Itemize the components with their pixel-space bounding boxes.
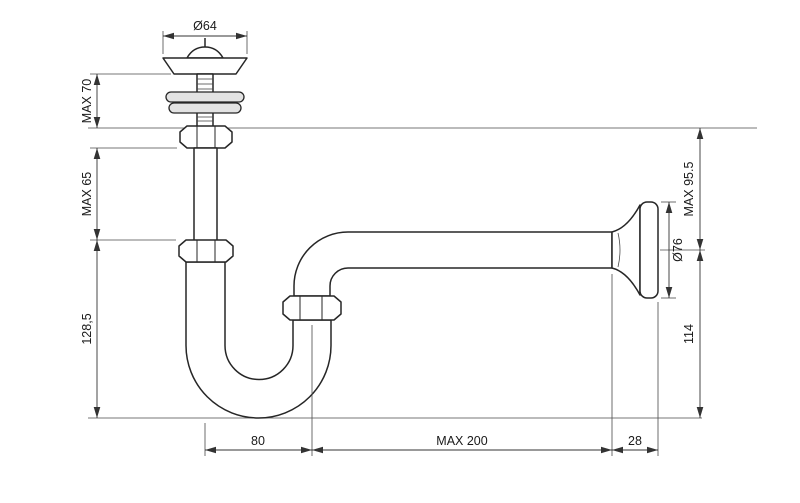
flange-ring-contour: [617, 232, 621, 268]
thread-lines: [197, 78, 213, 122]
wall-flange: [611, 201, 659, 299]
strainer-flange: [162, 57, 248, 75]
friction-washer: [168, 102, 242, 114]
dimension-top-diameter: Ø64: [162, 19, 248, 54]
dimension-max70: MAX 70: [80, 73, 171, 128]
dimension-bottom-row: 80 MAX 200 28: [204, 274, 659, 456]
dim-label-depth28: 28: [628, 434, 642, 448]
dim-label-drop: 128,5: [80, 313, 94, 344]
flange-bell: [611, 204, 641, 296]
tailpiece-pipe: [193, 147, 218, 243]
dim-label-max955: MAX 95.5: [682, 162, 696, 217]
drain-assembly: [162, 38, 248, 149]
dim-label-max65: MAX 65: [80, 172, 94, 217]
rubber-washer: [165, 91, 245, 103]
dim-label-flange-diameter: Ø76: [671, 238, 685, 262]
dim-label-reach200: MAX 200: [436, 434, 487, 448]
slip-nut-lower: [282, 295, 342, 321]
strainer-dome: [186, 46, 224, 59]
flange-face-plate: [639, 201, 659, 299]
locknut: [179, 125, 233, 149]
dim-label-max70: MAX 70: [80, 79, 94, 124]
dimension-max65: MAX 65: [80, 147, 177, 241]
dimension-max955: MAX 95.5: [682, 127, 704, 251]
dim-label-offset80: 80: [251, 434, 265, 448]
p-trap-body: [185, 261, 332, 419]
dimension-depth114: 114: [682, 250, 704, 418]
trap-slip-nut: [178, 239, 234, 263]
dimension-flange-diameter: Ø76: [661, 201, 685, 299]
outlet-pipe: [293, 231, 613, 297]
dim-label-depth114: 114: [682, 324, 696, 344]
dimension-drop: 128,5: [80, 239, 101, 418]
slip-nut-upper: [178, 239, 234, 263]
dim-label-top-diameter: Ø64: [193, 19, 217, 33]
outlet-slip-nut: [282, 295, 342, 321]
